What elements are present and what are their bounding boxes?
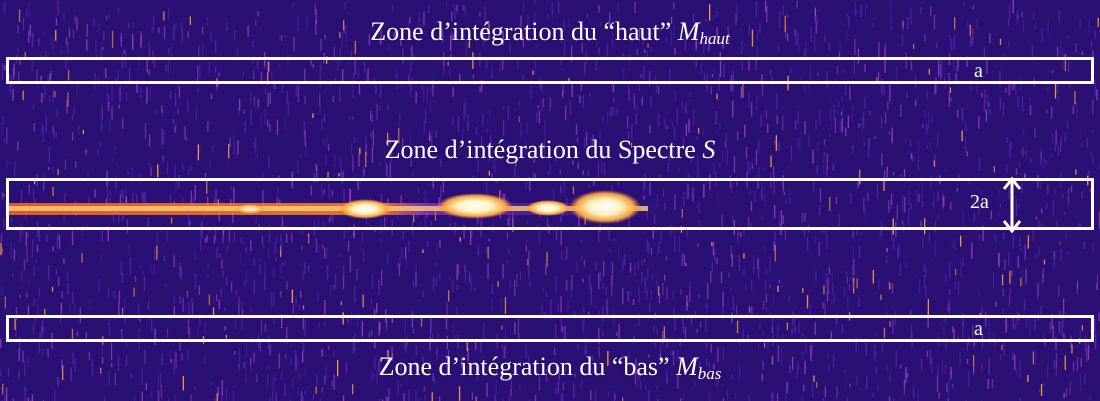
double-headed-vertical-arrow-icon — [1002, 176, 1022, 234]
spectrum-zone-height-label: 2a — [970, 191, 989, 213]
bottom-integration-zone-frame — [6, 315, 1094, 342]
spectrum-zone-label: Zone d’intégration du Spectre S — [0, 135, 1100, 165]
spectrum-integration-zone-frame — [6, 178, 1094, 230]
spectrum-trace — [8, 190, 688, 224]
spectrum-zone-label-text: Zone d’intégration du Spectre — [384, 135, 703, 164]
spectrum-symbol: S — [702, 135, 716, 164]
top-integration-zone-frame — [6, 57, 1094, 84]
top-zone-height-label: a — [974, 60, 983, 82]
bottom-zone-label-text: Zone d’intégration du “bas” — [378, 352, 677, 381]
bottom-zone-label: Zone d’intégration du “bas” Mbas — [0, 352, 1100, 382]
top-zone-symbol: M — [677, 17, 700, 46]
bottom-zone-symbol: M — [676, 352, 698, 381]
bottom-zone-height-label: a — [974, 318, 983, 340]
top-zone-label-text: Zone d’intégration du “haut” — [370, 17, 678, 46]
top-zone-label: Zone d’intégration du “haut” Mhaut — [0, 17, 1100, 47]
top-zone-subscript: haut — [699, 29, 730, 48]
bottom-zone-subscript: bas — [697, 364, 722, 383]
